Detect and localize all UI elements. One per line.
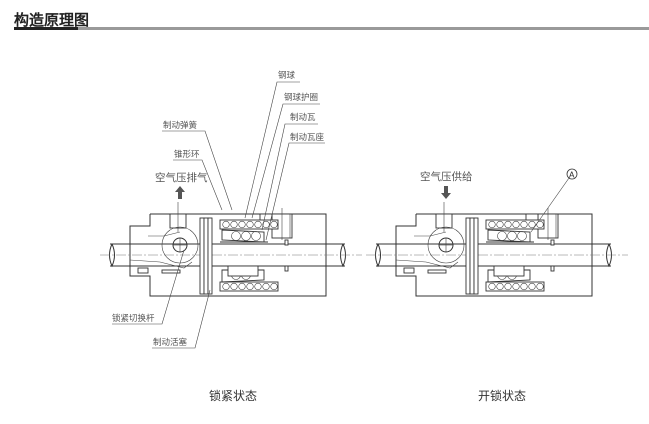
air-exhaust-arrow-icon xyxy=(175,186,185,199)
label-cone-ring: 锥形环 xyxy=(174,149,200,160)
locked-state-diagram xyxy=(99,201,363,297)
air-exhaust-label: 空气压排气 xyxy=(155,171,208,184)
label-brake-shoe: 制动瓦 xyxy=(290,112,316,123)
label-steel-ball: 钢球 xyxy=(278,70,296,81)
label-brake-spring: 制动弹簧 xyxy=(163,120,198,131)
page-title: 构造原理图 xyxy=(14,11,90,29)
title-underline-accent xyxy=(14,27,78,30)
title-underline-rule xyxy=(78,27,649,30)
label-brake-shoe-seat: 制动瓦座 xyxy=(290,132,325,143)
label-brake-piston: 制动活塞 xyxy=(153,337,188,348)
marker-a-circle xyxy=(566,168,578,180)
unlocked-state-caption: 开锁状态 xyxy=(478,388,526,403)
locked-state-caption: 锁紧状态 xyxy=(209,388,257,403)
air-supply-label: 空气压供给 xyxy=(420,170,473,183)
air-supply-arrow-icon xyxy=(441,186,451,199)
label-ball-retainer: 钢球护圈 xyxy=(284,92,318,103)
unlocked-state-diagram xyxy=(365,201,629,297)
marker-a-label: A xyxy=(569,171,575,180)
label-lock-switch-lever: 锁紧切换杆 xyxy=(112,313,155,324)
